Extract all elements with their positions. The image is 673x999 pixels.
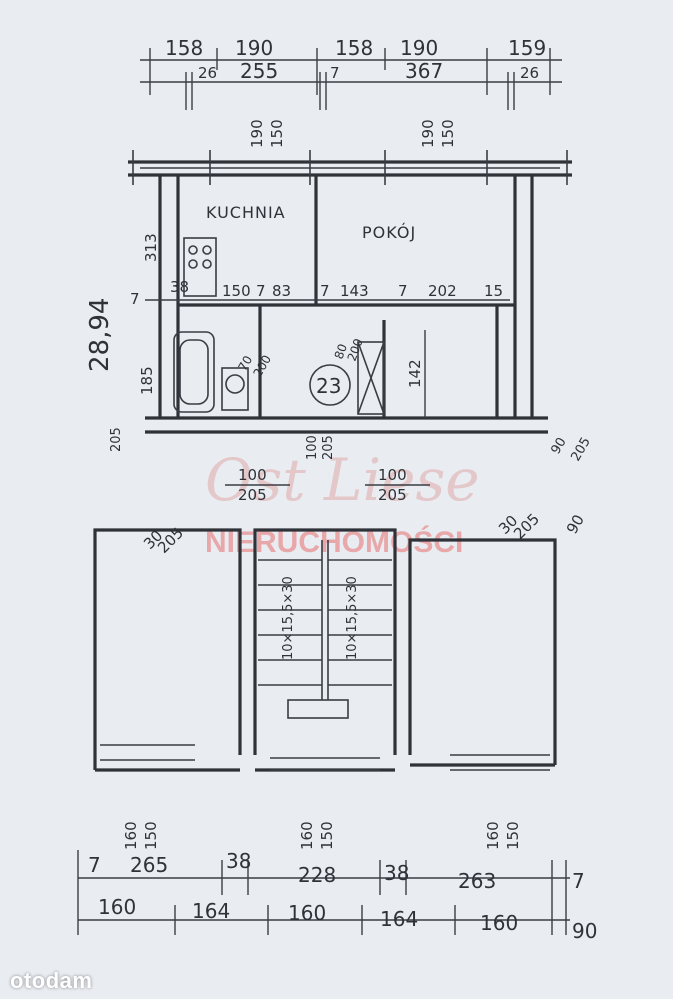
dim-small-left: 7 [130, 290, 140, 308]
window-left-2: 150 [268, 119, 286, 148]
dim-bot-6: 263 [458, 869, 496, 893]
corridor-left-2: 205 [238, 486, 267, 504]
bottom-win-1b: 150 [142, 821, 160, 850]
stairs-label-2: 10×15,5×30 [345, 576, 360, 660]
bottom-dimensions: 7 265 38 228 38 263 7 160 164 160 164 16… [77, 849, 597, 943]
bath-height: 185 [138, 366, 156, 395]
dim-bot-2: 265 [130, 853, 168, 877]
corridor-left-1: 100 [238, 466, 267, 484]
corridor-right-2: 205 [378, 486, 407, 504]
dim-top2-3: 7 [330, 64, 340, 82]
bath-door-1: 70 [235, 353, 255, 373]
window-right-2: 150 [439, 119, 457, 148]
dim-mid-8: 202 [428, 282, 457, 300]
dim-bot2-2: 164 [192, 899, 230, 923]
dim-bot-1: 7 [88, 853, 101, 877]
dim-top2-4: 367 [405, 59, 443, 83]
stairwell-walls [93, 528, 557, 772]
dim-top-2: 190 [235, 36, 273, 60]
dim-top-5: 159 [508, 36, 546, 60]
room-label: POKÓJ [362, 223, 416, 242]
dim-bot2-3: 160 [288, 901, 326, 925]
door-under-left-2: 205 [321, 435, 336, 460]
washbasin [221, 367, 249, 411]
hall-height: 142 [406, 359, 424, 388]
dim-bot2-1: 160 [98, 895, 136, 919]
dim-mid-1: 38 [170, 278, 189, 296]
watermark: Ost Liese NIERUCHOMOŚCI [205, 446, 480, 559]
dim-bot-4: 228 [298, 863, 336, 887]
dim-top-4: 190 [400, 36, 438, 60]
stair-far-right: 90 [563, 511, 588, 537]
bottom-win-3a: 160 [484, 821, 502, 850]
apartment-number: 23 [316, 374, 341, 398]
bottom-win-2b: 150 [318, 821, 336, 850]
dim-mid-5: 7 [320, 282, 330, 300]
dim-bot-5: 38 [384, 861, 409, 885]
window-left-1: 190 [248, 119, 266, 148]
dim-bot-7: 7 [572, 869, 585, 893]
stove [183, 237, 217, 297]
dim-bot-3: 38 [226, 849, 251, 873]
area-label: 28,94 [85, 298, 115, 372]
bottom-win-3b: 150 [504, 821, 522, 850]
dim-mid-2: 150 [222, 282, 251, 300]
bottom-win-1a: 160 [122, 821, 140, 850]
dim-bot2-4: 164 [380, 907, 418, 931]
watermark-script: Ost Liese [205, 446, 480, 514]
kitchen-label: KUCHNIA [206, 203, 286, 222]
wall-right-1: 90 [548, 435, 569, 457]
dim-mid-6: 143 [340, 282, 369, 300]
dim-bot2-5: 160 [480, 911, 518, 935]
dim-top-3: 158 [335, 36, 373, 60]
dim-mid-3: 7 [256, 282, 266, 300]
corridor-right-1: 100 [378, 466, 407, 484]
dim-mid-4: 83 [272, 282, 291, 300]
hall-door-1: 80 [332, 342, 350, 361]
wall-right-2: 205 [568, 435, 593, 464]
apartment-number-circle [309, 364, 351, 406]
dim-mid-9: 15 [484, 282, 503, 300]
top-dimensions: 158 190 158 190 159 26 255 7 367 26 [140, 36, 562, 110]
dim-top2-1: 26 [198, 64, 217, 82]
dim-top-1: 158 [165, 36, 203, 60]
stairs [258, 540, 392, 719]
bathtub [173, 331, 215, 413]
brand-logo: otodam [10, 968, 93, 993]
hall-door-2: 200 [345, 337, 366, 363]
apartment-walls [128, 150, 572, 434]
dim-bot2-6: 90 [572, 919, 597, 943]
wall-left: 205 [109, 427, 124, 452]
stair-right-2: 205 [510, 510, 543, 543]
dim-top2-5: 26 [520, 64, 539, 82]
bottom-win-2a: 160 [298, 821, 316, 850]
kitchen-height: 313 [142, 233, 160, 262]
wardrobe [357, 341, 385, 415]
dim-top2-2: 255 [240, 59, 278, 83]
stairs-label-1: 10×15,5×30 [281, 576, 296, 660]
window-right-1: 190 [419, 119, 437, 148]
dim-mid-7: 7 [398, 282, 408, 300]
bottom-windows [100, 744, 550, 771]
bath-door-2: 200 [250, 353, 274, 380]
door-under-left-1: 100 [305, 435, 320, 460]
